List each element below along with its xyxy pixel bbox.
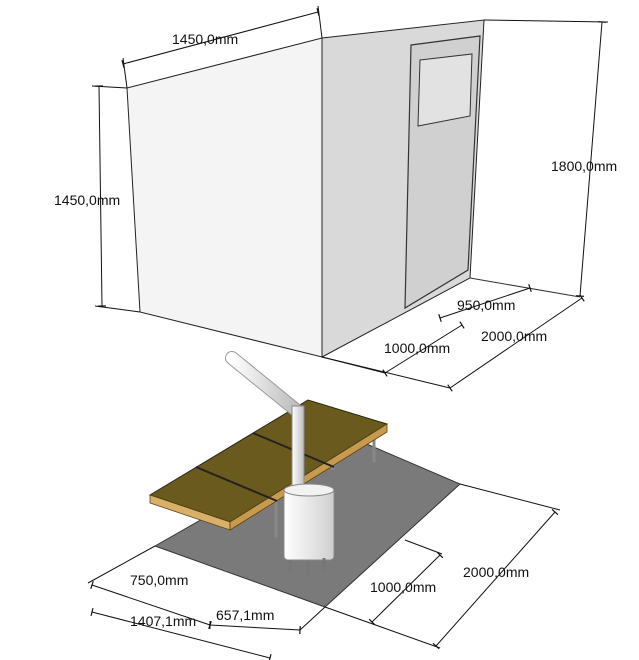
label-floor-partial: 1000,0mm xyxy=(370,579,436,595)
label-door-offset: 950,0mm xyxy=(457,297,515,313)
stove-body xyxy=(283,487,335,561)
label-left-height: 1450,0mm xyxy=(54,192,120,208)
label-cabin-depth: 2000,0mm xyxy=(481,328,547,344)
label-right-height: 1800,0mm xyxy=(551,158,617,174)
floor-dimensions xyxy=(87,483,561,660)
stove xyxy=(225,351,335,576)
cabin-dimensions xyxy=(91,5,609,392)
label-front-b: 657,1mm xyxy=(216,607,274,623)
cabin-left-wall xyxy=(126,37,323,358)
cabin-door-window xyxy=(417,53,473,127)
label-cabin-partial: 1000,0mm xyxy=(384,340,450,356)
label-front-total: 1407,1mm xyxy=(130,613,196,629)
cabin xyxy=(126,19,581,358)
label-front-a: 750,0mm xyxy=(130,572,188,588)
label-floor-depth: 2000,0mm xyxy=(463,564,529,580)
sauna-bench xyxy=(148,399,389,538)
label-top-width: 1450,0mm xyxy=(172,31,238,47)
